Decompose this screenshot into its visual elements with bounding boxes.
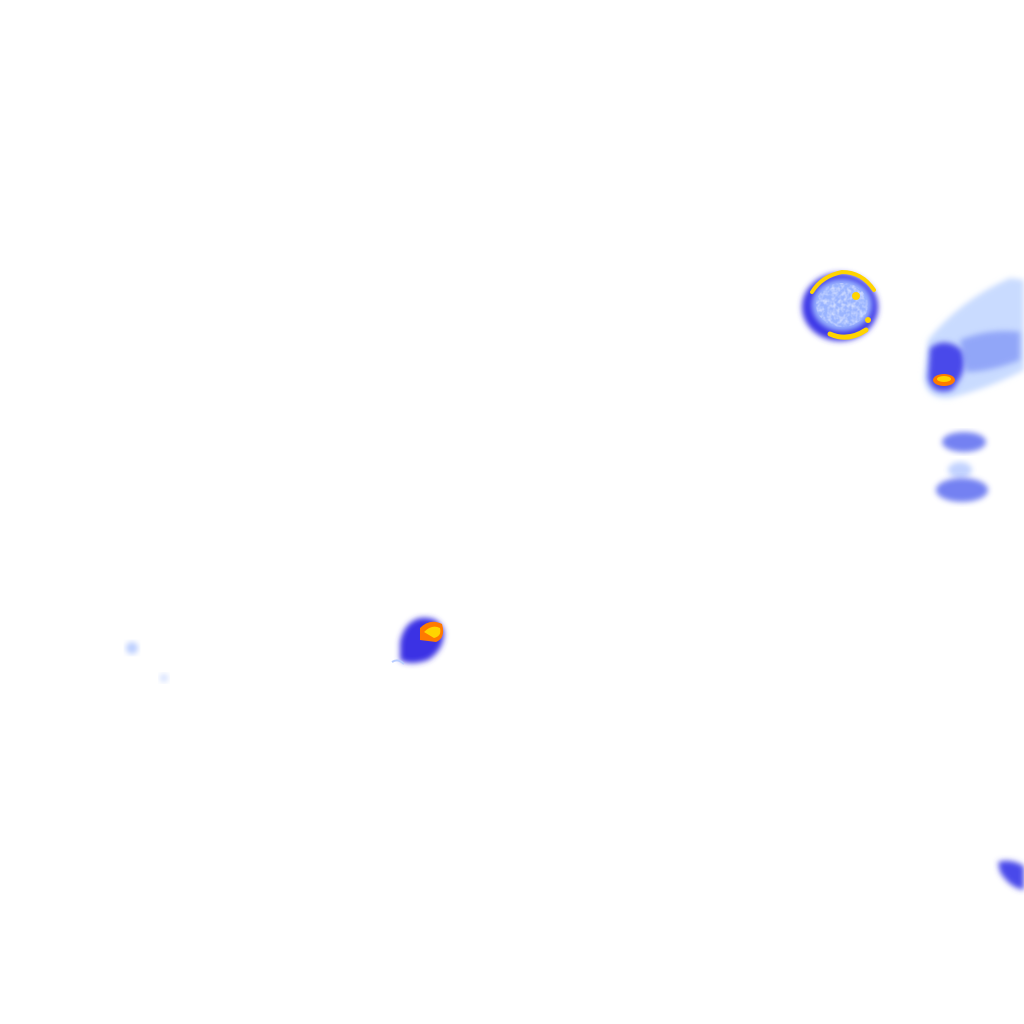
blob-center-hotspot <box>391 617 444 665</box>
blob-round-cluster <box>802 269 878 341</box>
blob-right-streak <box>924 278 1024 399</box>
blob-left-specks <box>126 642 168 682</box>
blob-right-patches <box>936 432 988 502</box>
blob-bottom-right <box>998 860 1024 890</box>
